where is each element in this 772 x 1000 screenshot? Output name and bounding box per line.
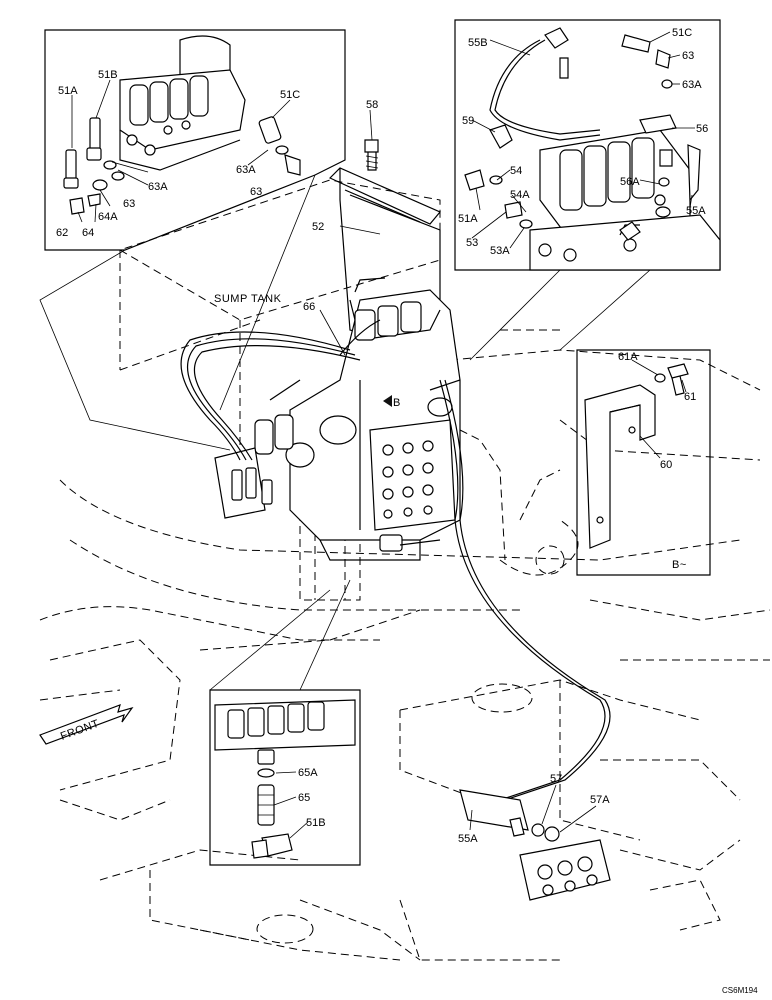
leader-lines bbox=[71, 31, 695, 839]
callout-53: 53 bbox=[466, 237, 478, 249]
callout-65: 65 bbox=[298, 792, 310, 804]
callout-51A-top-right: 51A bbox=[458, 213, 478, 225]
sump-tank-label: SUMP TANK bbox=[214, 293, 282, 305]
callout-51C-top-left: 51C bbox=[280, 89, 300, 101]
callout-54A: 54A bbox=[510, 189, 530, 201]
callout-57A: 57A bbox=[590, 794, 610, 806]
callout-61A: 61A bbox=[618, 351, 638, 363]
callout-59: 59 bbox=[462, 115, 474, 127]
callout-64A: 64A bbox=[98, 211, 118, 223]
callout-55B: 55B bbox=[468, 37, 488, 49]
callout-51C-top-right: 51C bbox=[672, 27, 692, 39]
callout-56: 56 bbox=[696, 123, 708, 135]
callout-55A-bottom: 55A bbox=[458, 833, 478, 845]
callout-60: 60 bbox=[660, 459, 672, 471]
callout-numbers: 51A 51B 51C 63A 63 63A 63 64A 62 64 58 5… bbox=[56, 27, 708, 845]
detail-inset-view-b: B~ bbox=[576, 349, 711, 576]
callout-57: 57 bbox=[550, 773, 562, 785]
callout-64: 64 bbox=[82, 227, 94, 239]
callout-63-top-left-a: 63 bbox=[250, 186, 262, 198]
callout-51B-top-left: 51B bbox=[98, 69, 118, 81]
view-b-title: B~ bbox=[672, 559, 687, 571]
detail-inset-top-right bbox=[454, 19, 721, 361]
view-b-marker: B bbox=[383, 395, 401, 409]
callout-66: 66 bbox=[303, 301, 315, 313]
callout-51B-bottom: 51B bbox=[306, 817, 326, 829]
front-direction-arrow: FRONT bbox=[39, 704, 134, 745]
callout-61: 61 bbox=[684, 391, 696, 403]
callout-63-top-left-b: 63 bbox=[123, 198, 135, 210]
main-control-valve bbox=[214, 277, 461, 561]
manifold-57 bbox=[459, 789, 611, 901]
callout-52: 52 bbox=[312, 221, 324, 233]
callout-63A-top-right: 63A bbox=[682, 79, 702, 91]
detail-inset-bottom-center bbox=[209, 579, 361, 866]
hose-bundle bbox=[180, 319, 611, 801]
front-label: FRONT bbox=[59, 718, 101, 743]
callout-51A-top-left: 51A bbox=[58, 85, 78, 97]
detail-inset-top-left bbox=[39, 29, 346, 451]
callout-53A: 53A bbox=[490, 245, 510, 257]
drawing-code: CS6M194 bbox=[722, 986, 758, 995]
machine-frame bbox=[39, 319, 771, 961]
callout-63A-top-left-b: 63A bbox=[148, 181, 168, 193]
callout-63A-top-left-a: 63A bbox=[236, 164, 256, 176]
callout-54: 54 bbox=[510, 165, 522, 177]
callout-58: 58 bbox=[366, 99, 378, 111]
view-b-arrow-label: B bbox=[393, 397, 401, 409]
callout-65A: 65A bbox=[298, 767, 318, 779]
callout-56A: 56A bbox=[620, 176, 640, 188]
bolt-58 bbox=[364, 139, 379, 171]
callout-63-top-right: 63 bbox=[682, 50, 694, 62]
callout-55A-top-right: 55A bbox=[686, 205, 706, 217]
callout-62: 62 bbox=[56, 227, 68, 239]
